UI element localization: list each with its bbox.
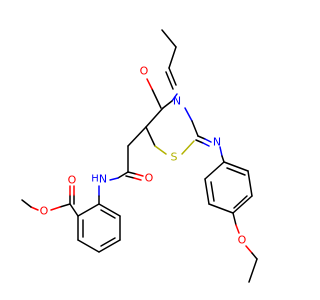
methyl-ester	[21, 185, 79, 217]
ester-oxygen-label: O	[40, 205, 49, 218]
imine-nitrogen-label: N	[213, 136, 221, 149]
ethoxy-group	[232, 212, 258, 283]
acetamide-linker	[98, 126, 147, 205]
thiazolidinone-ring	[145, 93, 199, 155]
amide-hydrogen-label: H	[91, 174, 99, 185]
chemical-structure-diagram: O N S N O N H O O O	[21, 29, 258, 283]
benzoate-ring	[77, 203, 121, 253]
ethoxyphenyl-ring	[204, 161, 253, 214]
imine	[195, 135, 225, 163]
amide-nitrogen-label: N	[99, 173, 107, 186]
atom-labels: O N S N O N H O O O	[40, 65, 247, 247]
ester-carbonyl-oxygen-label: O	[68, 174, 77, 187]
ether-oxygen-label: O	[238, 234, 247, 247]
ring-sulfur-label: S	[171, 151, 178, 164]
amide-oxygen-label: O	[145, 172, 154, 185]
ketone-oxygen-label: O	[140, 65, 149, 78]
allyl-group	[161, 29, 177, 90]
ring-nitrogen-label: N	[173, 95, 181, 108]
ketone	[146, 78, 162, 109]
